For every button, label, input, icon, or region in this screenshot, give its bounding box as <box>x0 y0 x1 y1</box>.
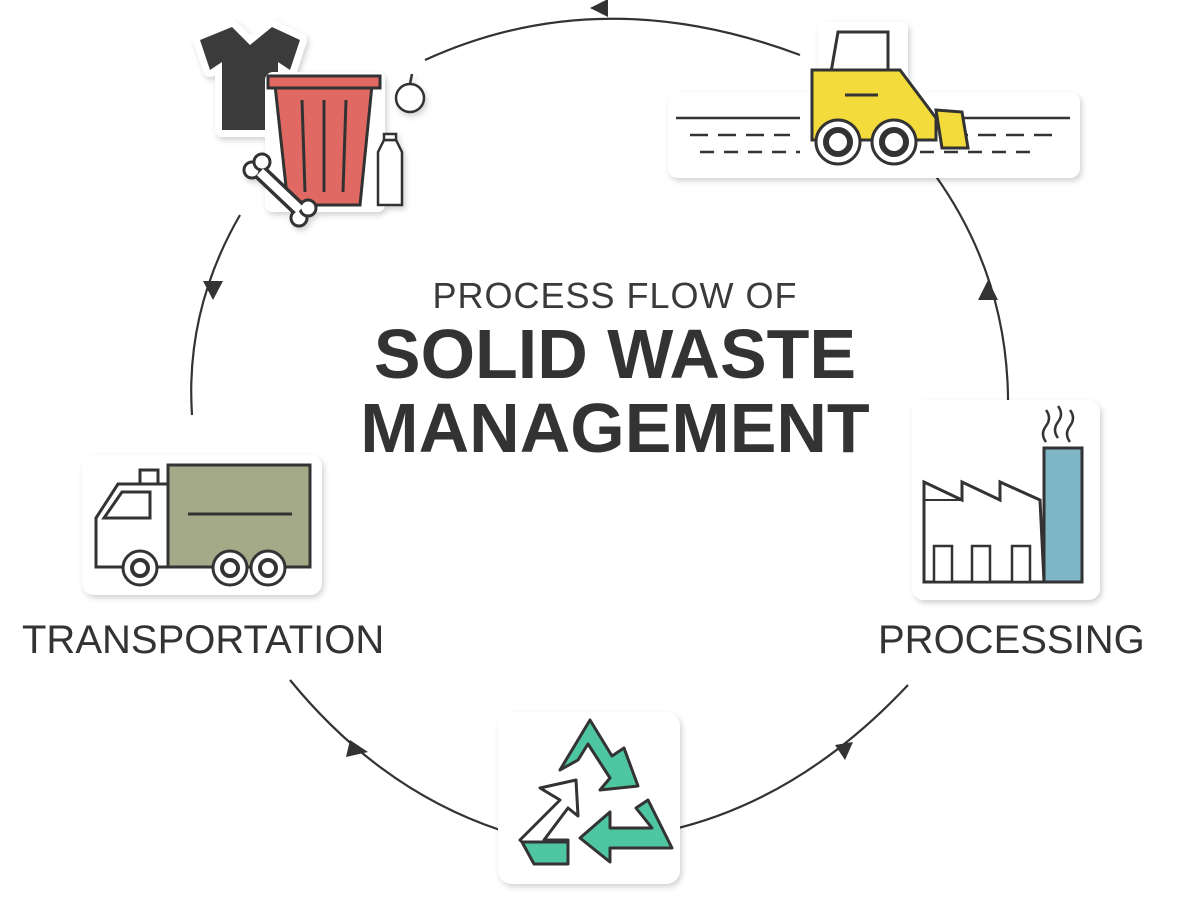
arrowhead-bottom-right <box>835 742 853 760</box>
arc-left <box>190 214 241 416</box>
arrowhead-left <box>203 281 223 300</box>
arc-right <box>934 174 1010 411</box>
diagram-subtitle: PROCESS FLOW OF <box>432 275 798 316</box>
arrowhead-top <box>590 0 608 17</box>
arrowhead-bottom-left <box>346 740 368 757</box>
diagram-title: PROCESS FLOW OF SOLID WASTE MANAGEMENT <box>300 275 930 465</box>
arc-bottom-right <box>669 684 909 832</box>
stage-label-transportation: TRANSPORTATION <box>22 618 385 662</box>
bone-icon <box>242 152 318 228</box>
arc-bottom-left <box>289 679 501 832</box>
apple-icon <box>394 73 426 114</box>
bottle-icon <box>376 132 404 207</box>
cycle-arrowheads <box>203 0 998 760</box>
stage-label-processing: PROCESSING <box>878 618 1145 662</box>
cycle-arcs <box>190 17 1010 832</box>
title-line-1: SOLID WASTE <box>373 315 857 393</box>
arc-top <box>424 17 801 62</box>
arrowhead-right <box>978 280 998 300</box>
bulldozer-icon <box>668 22 1080 178</box>
waste-bin-icon <box>193 20 426 228</box>
recycle-icon <box>498 712 680 884</box>
garbage-truck-icon <box>82 455 322 595</box>
title-line-2: MANAGEMENT <box>360 389 870 467</box>
factory-icon <box>912 400 1100 600</box>
